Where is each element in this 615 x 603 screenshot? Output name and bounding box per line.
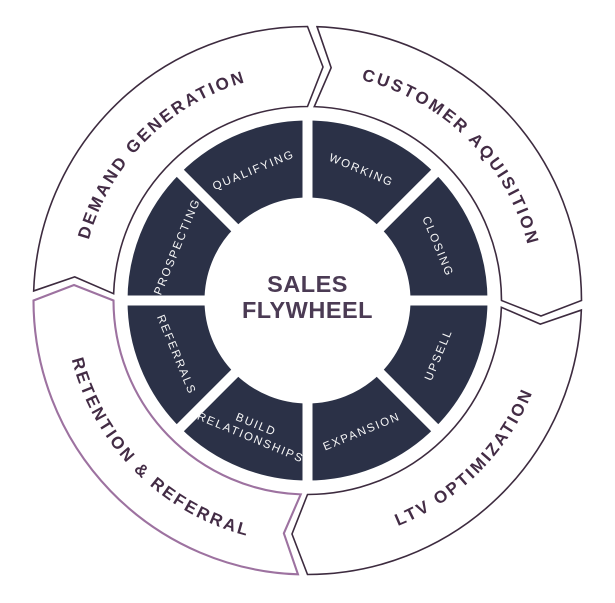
center-title-line-2: FLYWHEEL [242, 297, 373, 323]
ring-segment-demand-generation [32, 25, 324, 295]
ring-segment-ltv-optimization [291, 306, 583, 576]
outer-ring [32, 25, 583, 576]
wheel-separator [171, 164, 244, 237]
ring-segment-retention-referral [32, 283, 303, 576]
ring-segment-customer-aquisition [313, 25, 583, 317]
wheel-separator [371, 164, 444, 237]
inner-wheel [119, 112, 496, 489]
wheel-separator [371, 364, 444, 437]
wheel-separator [171, 364, 244, 437]
center-title-line-1: SALES [267, 271, 348, 297]
